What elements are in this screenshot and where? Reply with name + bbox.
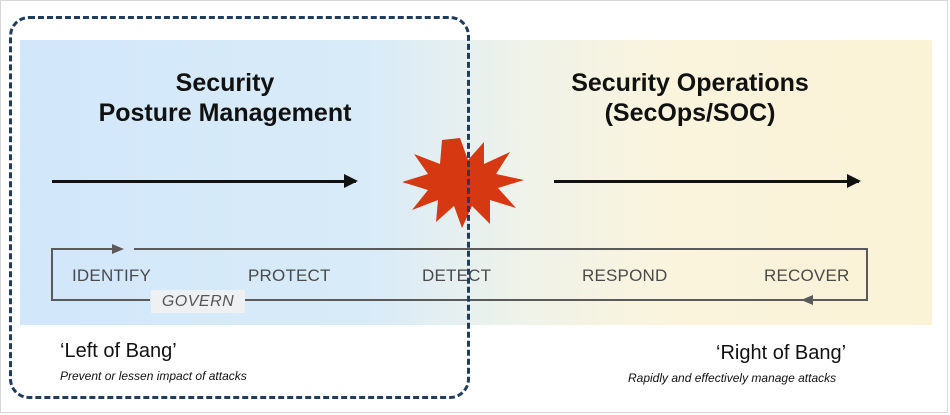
- right-of-bang-title: ‘Right of Bang’: [716, 342, 847, 364]
- right-of-bang-subtitle: Rapidly and effectively manage attacks: [628, 371, 837, 385]
- heading-left-line2: Posture Management: [98, 99, 352, 127]
- left-of-bang-title: ‘Left of Bang’: [60, 340, 177, 362]
- explosion-icon: [402, 138, 524, 228]
- right-arrow-icon: [554, 174, 861, 188]
- left-of-bang-subtitle: Prevent or lessen impact of attacks: [60, 369, 247, 383]
- heading-right-line1: Security Operations: [571, 69, 809, 97]
- function-identify: IDENTIFY: [72, 266, 152, 285]
- heading-left-line1: Security: [175, 69, 275, 97]
- security-posture-management-heading: Security Posture Management: [45, 68, 405, 128]
- function-respond: RESPOND: [582, 266, 668, 285]
- left-arrow-icon: [52, 174, 358, 188]
- heading-right-line2: (SecOps/SOC): [604, 99, 776, 127]
- function-govern: GOVERN: [151, 290, 245, 313]
- security-operations-heading: Security Operations (SecOps/SOC): [520, 68, 860, 128]
- function-detect: DETECT: [422, 266, 492, 285]
- left-of-bang-dashed-outline: [9, 16, 470, 399]
- function-recover: RECOVER: [764, 266, 850, 285]
- function-protect: PROTECT: [248, 266, 331, 285]
